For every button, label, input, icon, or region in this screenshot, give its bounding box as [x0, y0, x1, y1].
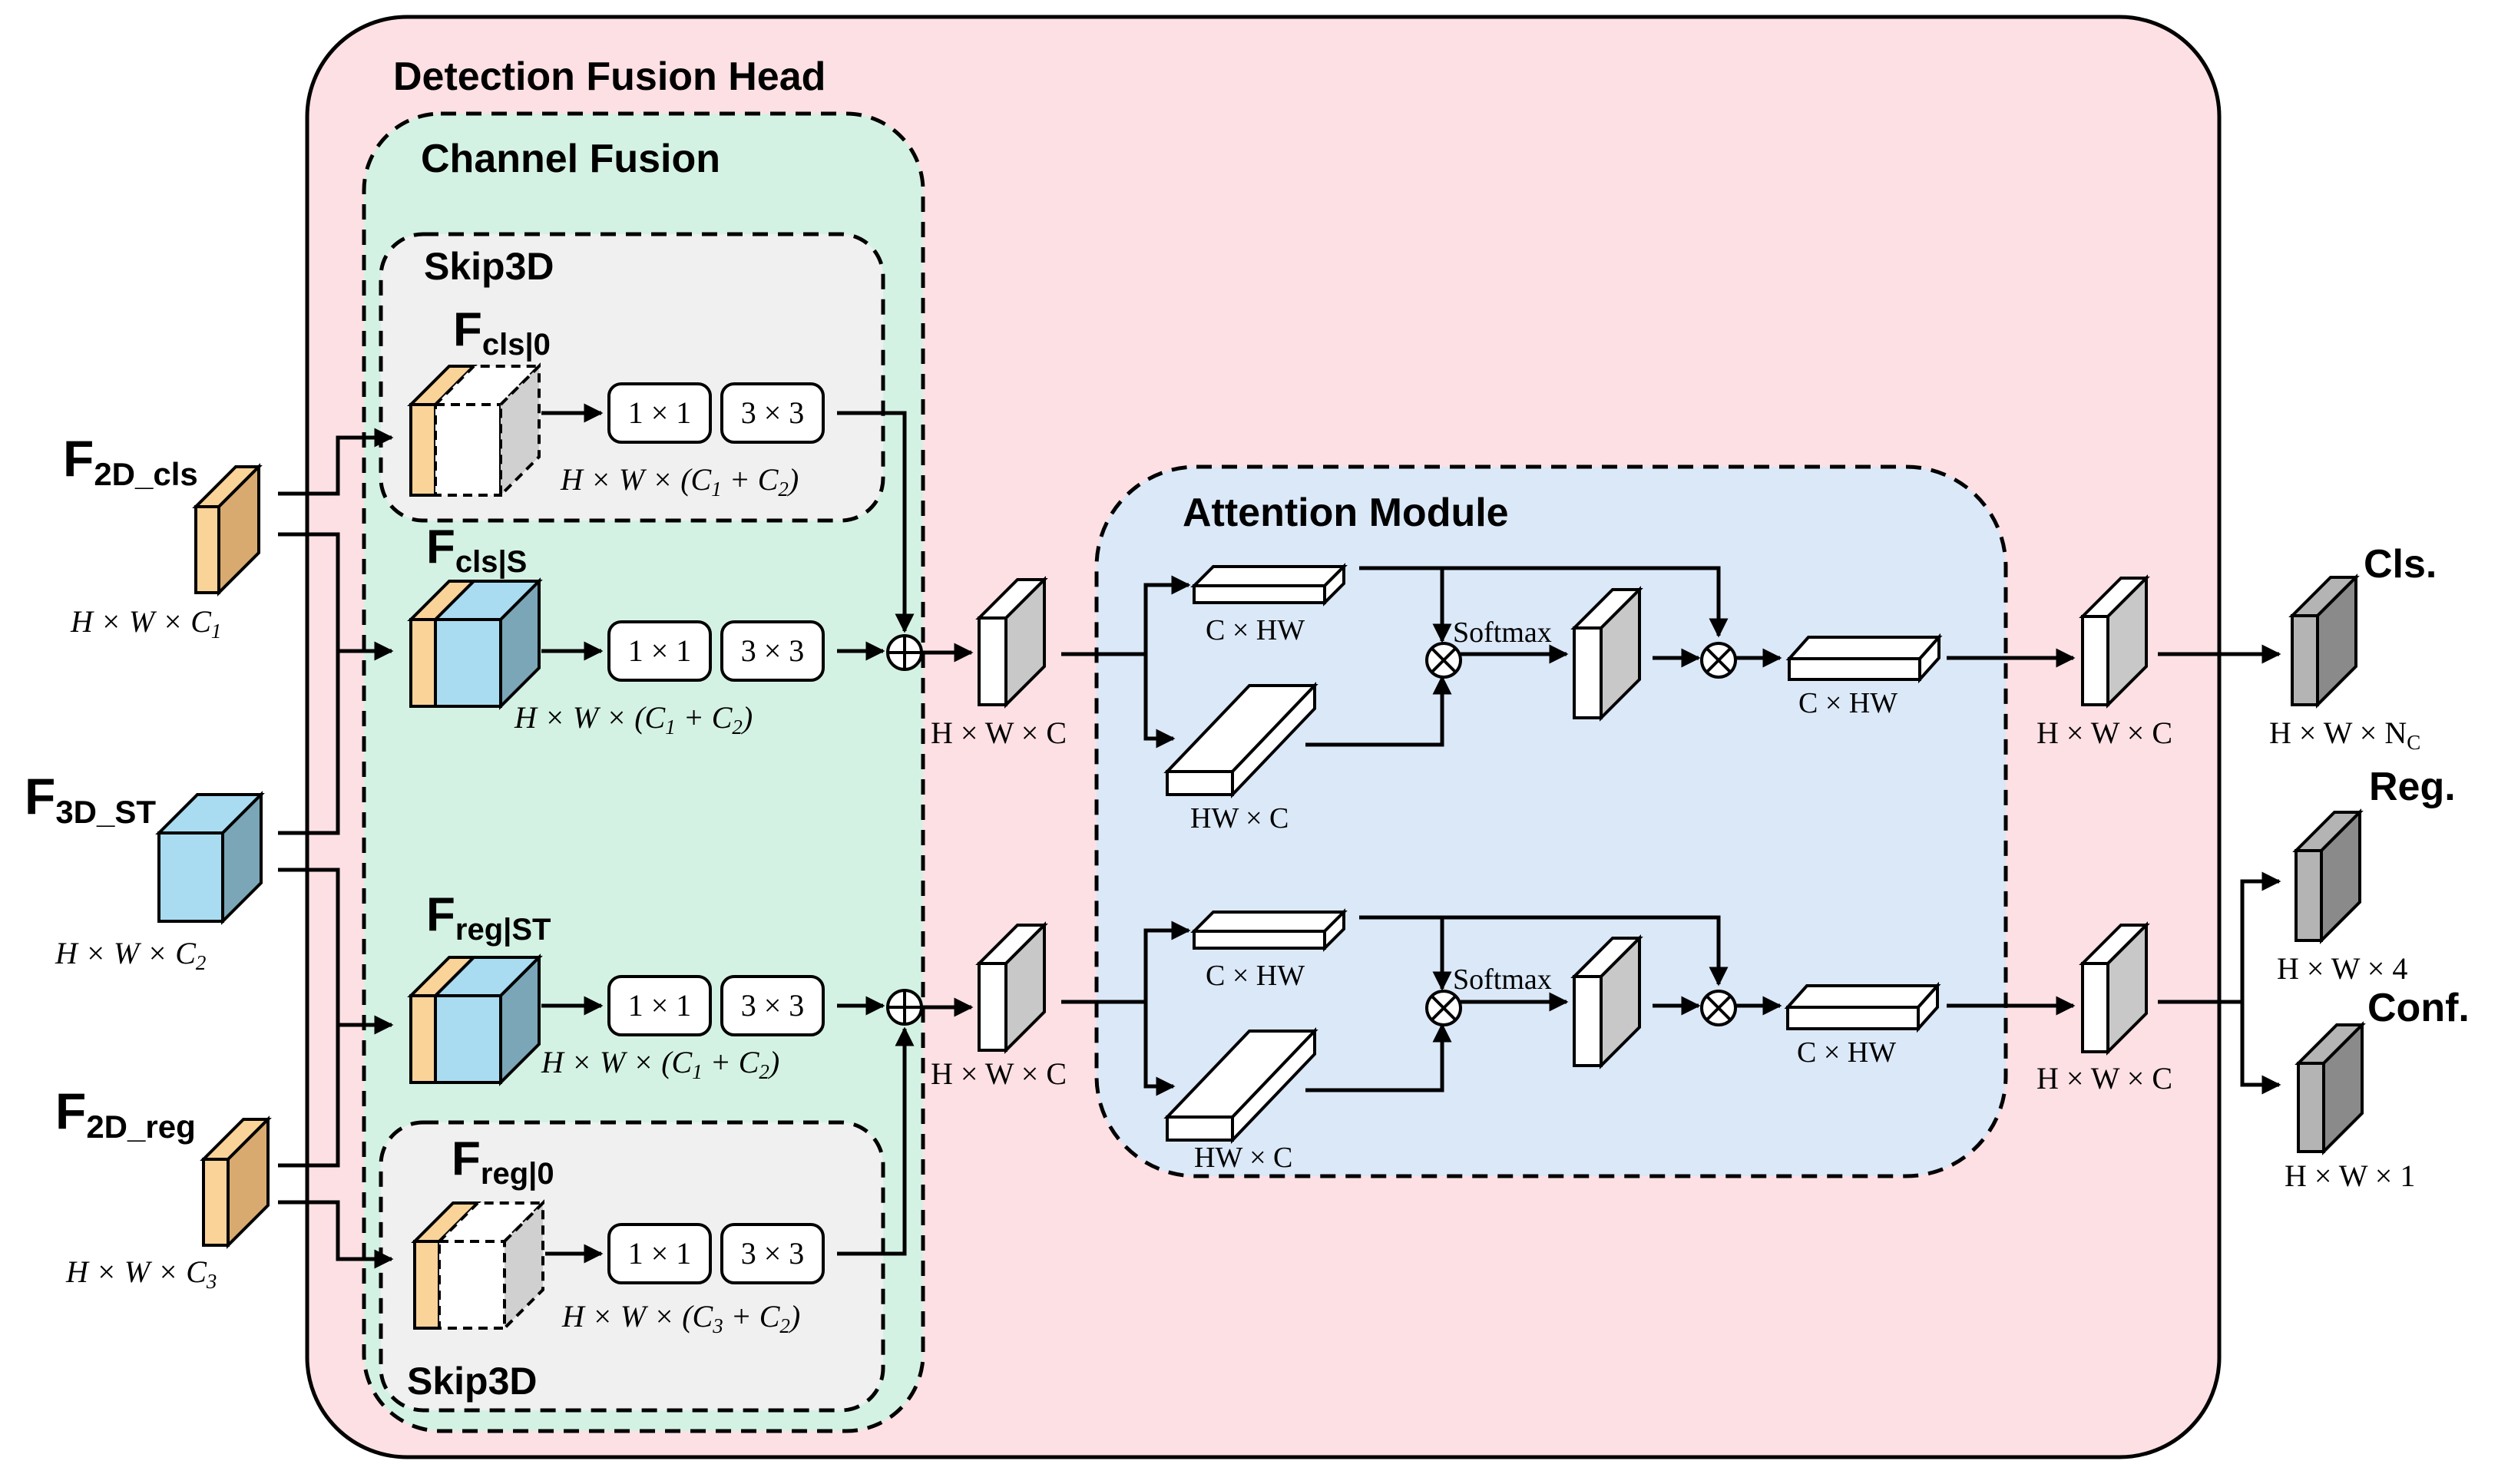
svg-text:Softmax: Softmax	[1453, 616, 1552, 649]
svg-text:C × HW: C × HW	[1797, 1036, 1896, 1069]
head-conf: Conf. H × W × 1	[2285, 986, 2470, 1193]
svg-text:1 × 1: 1 × 1	[628, 1236, 692, 1271]
svg-text:H × W × (C1 + C2): H × W × (C1 + C2)	[514, 700, 753, 739]
output-feature-top: H × W × C	[2036, 574, 2281, 750]
output-feature-bottom: H × W × C	[2036, 871, 2281, 1096]
head-cls: Cls. H × W × NC	[2269, 542, 2437, 754]
input-f2d-cls: F2D_cls H × W × C1	[63, 430, 263, 643]
svg-text:H × W × (C3 + C2): H × W × (C3 + C2)	[561, 1299, 800, 1337]
svg-text:Softmax: Softmax	[1453, 963, 1552, 996]
attention-module-title: Attention Module	[1183, 491, 1509, 535]
sum-node-top	[886, 634, 974, 671]
fused-feature-bottom: H × W × C	[931, 921, 1067, 1091]
svg-text:3 × 3: 3 × 3	[741, 633, 805, 668]
svg-text:Fcls|S: Fcls|S	[426, 521, 527, 579]
svg-text:Conf.: Conf.	[2367, 986, 2470, 1030]
svg-text:H × W × C3: H × W × C3	[65, 1254, 217, 1293]
skip3d-top-title: Skip3D	[424, 245, 554, 288]
svg-text:1 × 1: 1 × 1	[628, 633, 692, 668]
svg-text:H × W × C: H × W × C	[2036, 716, 2172, 750]
svg-text:H × W × C: H × W × C	[931, 1056, 1067, 1091]
svg-text:H × W × C2: H × W × C2	[55, 936, 206, 974]
branch-reg0: Freg|0	[411, 1132, 554, 1332]
input-f3d-st: F3D_ST H × W × C2	[25, 768, 265, 974]
svg-text:Cls.: Cls.	[2364, 542, 2437, 587]
attention-top-path: C × HW HW × C Softmax C × HW	[1061, 563, 2076, 835]
conv-block-regST: 1 × 1 3 × 3 H × W × (C1 + C2)	[541, 975, 885, 1083]
svg-text:H × W × NC: H × W × NC	[2269, 716, 2420, 754]
svg-text:F2D_reg: F2D_reg	[55, 1082, 196, 1145]
svg-text:Fcls|0: Fcls|0	[453, 303, 551, 362]
svg-text:HW × C: HW × C	[1190, 802, 1289, 835]
svg-text:Freg|ST: Freg|ST	[426, 888, 551, 947]
svg-text:3 × 3: 3 × 3	[741, 395, 805, 430]
svg-text:3 × 3: 3 × 3	[741, 1236, 805, 1271]
attention-bottom-path: C × HW HW × C Softmax C × HW	[1061, 908, 2076, 1174]
svg-text:H × W × C: H × W × C	[2036, 1061, 2172, 1096]
input-f2d-reg: F2D_reg H × W × C3	[55, 1082, 272, 1293]
svg-text:H × W × (C1 + C2): H × W × (C1 + C2)	[541, 1045, 779, 1083]
svg-text:F3D_ST: F3D_ST	[25, 768, 156, 830]
conv-block-reg0: 1 × 1 3 × 3 H × W × (C3 + C2)	[545, 1026, 915, 1337]
skip3d-bottom-title: Skip3D	[407, 1360, 538, 1403]
detection-fusion-head-title: Detection Fusion Head	[393, 55, 825, 99]
svg-text:C × HW: C × HW	[1798, 687, 1897, 719]
head-reg: Reg. H × W × 4	[2277, 765, 2456, 986]
svg-text:Reg.: Reg.	[2369, 765, 2456, 809]
svg-text:H × W × 4: H × W × 4	[2277, 951, 2407, 986]
svg-text:H × W × C: H × W × C	[931, 716, 1067, 750]
svg-text:3 × 3: 3 × 3	[741, 988, 805, 1023]
svg-text:Freg|0: Freg|0	[452, 1132, 554, 1191]
svg-text:HW × C: HW × C	[1194, 1142, 1292, 1174]
input-routing-lines	[278, 428, 394, 1269]
svg-text:H × W × (C1 + C2): H × W × (C1 + C2)	[560, 462, 799, 501]
fused-feature-top: H × W × C	[931, 576, 1067, 750]
conv-block-cls0: 1 × 1 3 × 3 H × W × (C1 + C2)	[541, 382, 915, 633]
sum-node-bottom	[886, 989, 974, 1026]
branch-cls0: Fcls|0	[407, 303, 551, 499]
svg-text:H × W × 1: H × W × 1	[2285, 1158, 2415, 1193]
svg-text:C × HW: C × HW	[1206, 614, 1305, 646]
channel-fusion-title: Channel Fusion	[421, 137, 720, 181]
svg-text:H × W × C1: H × W × C1	[70, 604, 221, 643]
svg-text:1 × 1: 1 × 1	[628, 988, 692, 1023]
svg-text:1 × 1: 1 × 1	[628, 395, 692, 430]
conv-block-clsS: 1 × 1 3 × 3 H × W × (C1 + C2)	[514, 620, 885, 739]
branch-clsS: Fcls|S	[407, 521, 543, 710]
branch-regST: Freg|ST	[407, 888, 551, 1086]
svg-text:F2D_cls: F2D_cls	[63, 430, 198, 492]
svg-text:C × HW: C × HW	[1206, 960, 1305, 992]
